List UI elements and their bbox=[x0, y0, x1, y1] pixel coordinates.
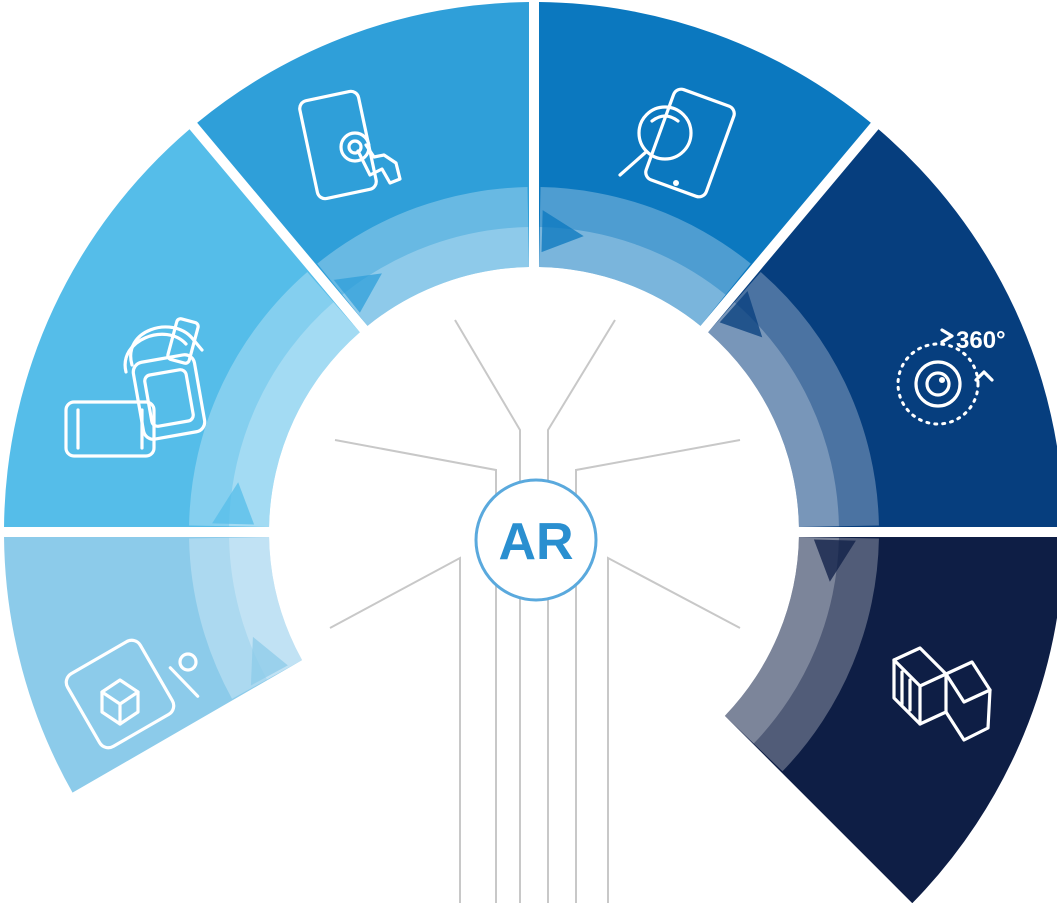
connector-line bbox=[334, 439, 497, 903]
hub-label: AR bbox=[498, 513, 573, 571]
sector-view-360 bbox=[708, 129, 1057, 527]
ring-outer-vr-headset bbox=[189, 271, 360, 528]
connector-line bbox=[547, 319, 616, 903]
ring-outer-search bbox=[538, 187, 751, 326]
tablet-3d-cube-icon bbox=[64, 638, 200, 750]
ring-inner-view-360 bbox=[708, 302, 839, 528]
hub-circle bbox=[474, 478, 598, 602]
segment-icons: 360° bbox=[64, 87, 1006, 750]
camera-360-icon: 360° bbox=[896, 327, 1006, 426]
ring-inner-vr-headset bbox=[229, 302, 360, 528]
ring-inner-model-3d bbox=[229, 536, 303, 680]
open-book-icon bbox=[892, 646, 992, 742]
ring-outer-view-360 bbox=[708, 271, 879, 528]
arrow-model-3d bbox=[250, 636, 288, 686]
arrow-view-360 bbox=[719, 290, 763, 338]
connector-line bbox=[607, 556, 741, 903]
sector-vr-headset bbox=[4, 129, 360, 528]
ring-inner-search bbox=[538, 227, 726, 326]
connector-line bbox=[329, 556, 461, 903]
diagram-arrows bbox=[189, 187, 879, 772]
vr-headset-phone-icon bbox=[64, 317, 207, 458]
diagram-sectors bbox=[4, 2, 1057, 903]
arrow-touch bbox=[333, 273, 382, 313]
arrow-search bbox=[541, 210, 584, 253]
ring-inner-touch bbox=[342, 227, 530, 326]
arrow-vr-headset bbox=[212, 482, 255, 525]
badge-360: 360° bbox=[956, 327, 1006, 354]
sector-book bbox=[724, 537, 1057, 903]
ring-inner-book bbox=[724, 536, 839, 744]
ar-hub: AR bbox=[474, 478, 598, 602]
phone-magnifier-icon bbox=[618, 87, 736, 199]
connector-line bbox=[575, 439, 741, 903]
hub-connectors bbox=[329, 319, 741, 903]
sector-search bbox=[538, 2, 871, 326]
connector-line bbox=[454, 319, 521, 903]
ring-outer-book bbox=[724, 536, 879, 772]
phone-touch-icon bbox=[298, 89, 402, 201]
arrow-book bbox=[813, 539, 856, 582]
